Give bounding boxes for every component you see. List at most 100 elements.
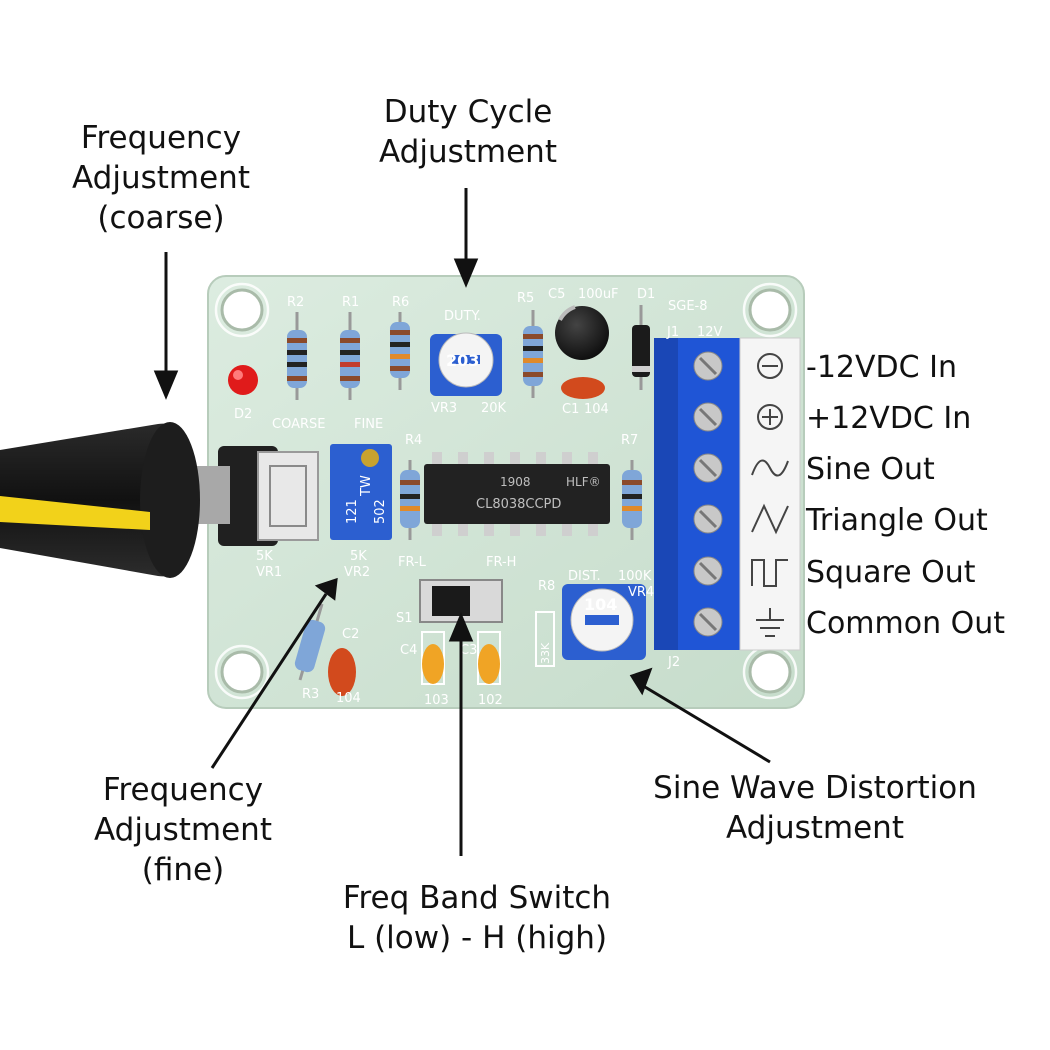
- arrow-head-switch: [448, 612, 474, 642]
- silk-c4: C4: [400, 643, 417, 658]
- silk-r5: R5: [517, 291, 534, 306]
- silk-vr1: VR1: [256, 565, 282, 580]
- silk-dist-value: 100K: [618, 569, 652, 584]
- silk-vr4: VR4: [628, 585, 654, 600]
- terminal-label-pos12: +12VDC In: [806, 401, 972, 436]
- callout-band-switch: Freq Band Switch L (low) - H (high): [306, 878, 648, 958]
- silk-vr3-value: 20K: [481, 401, 507, 416]
- led-d2: [228, 365, 258, 395]
- terminal-block: [654, 337, 801, 651]
- callout-freq-fine: Frequency Adjustment (fine): [70, 770, 296, 890]
- resistor-r2: [287, 312, 307, 400]
- silk-s1: S1: [396, 611, 413, 626]
- arrow-head-duty: [453, 258, 479, 288]
- plus-icon: [757, 404, 783, 430]
- capacitor-c4: [421, 631, 445, 685]
- silk-dist: DIST.: [568, 569, 601, 584]
- silk-c2: C2: [342, 627, 359, 642]
- silk-j1: J1: [666, 325, 679, 340]
- band-switch-s1: [419, 579, 503, 623]
- pot-code-vr4: 104: [584, 595, 617, 614]
- triangle-wave-icon: [751, 503, 789, 535]
- callout-line: L (low) - H (high): [346, 920, 608, 956]
- knob: [0, 422, 230, 578]
- silk-c1: C1: [562, 402, 579, 417]
- sine-wave-icon: [751, 459, 789, 477]
- silk-r8: R8: [538, 579, 555, 594]
- silk-r3: R3: [302, 687, 319, 702]
- arrow-head-distortion: [629, 667, 653, 696]
- silk-c5: C5: [548, 287, 565, 302]
- resistor-r8-footprint: [535, 611, 555, 667]
- diode-d1: [632, 305, 650, 390]
- silk-sge: SGE-8: [668, 299, 708, 314]
- callout-line: Adjustment: [72, 160, 250, 196]
- resistor-r3: [294, 603, 326, 681]
- callout-arrows: [153, 188, 771, 856]
- capacitor-c2: [328, 648, 356, 696]
- pot-code-vr3: 203: [446, 351, 479, 370]
- silk-duty: DUTY.: [444, 309, 481, 324]
- silk-c4-value: 103: [424, 693, 449, 708]
- trimmer-vr2: [330, 444, 392, 540]
- ic-date: 1908: [500, 475, 531, 489]
- callout-line: Frequency: [80, 120, 242, 156]
- silk-d1: D1: [637, 287, 655, 302]
- silk-r1: R1: [342, 295, 359, 310]
- terminal-label-square: Square Out: [806, 555, 976, 590]
- silk-r2: R2: [287, 295, 304, 310]
- terminal-screws: [693, 351, 723, 637]
- silk-j2: J2: [667, 655, 680, 670]
- silk-d2: D2: [234, 407, 252, 422]
- callout-sine-distortion: Sine Wave Distortion Adjustment: [616, 768, 1014, 848]
- resistor-r5: [523, 310, 543, 398]
- silk-c5-value: 100uF: [578, 287, 619, 302]
- silk-fr-l: FR-L: [398, 555, 427, 570]
- ground-icon: [756, 608, 784, 637]
- silk-fr-h: FR-H: [486, 555, 516, 570]
- callout-line: Adjustment: [94, 812, 272, 848]
- potentiometer-vr1: [218, 446, 319, 546]
- callout-line: Adjustment: [726, 810, 904, 846]
- resistor-r7: [622, 460, 642, 540]
- capacitor-c3: [477, 631, 501, 685]
- silkscreen: R2 R1 R6 R5 C5 100uF D1 SGE-8 J1 12V DUT…: [234, 287, 723, 708]
- silk-vr3: VR3: [431, 401, 457, 416]
- trim-code: 502: [373, 499, 388, 524]
- silk-r7: R7: [621, 433, 638, 448]
- callout-line: Adjustment: [379, 134, 557, 170]
- terminal-label-triangle: Triangle Out: [806, 503, 988, 538]
- trim-num: 121: [345, 499, 360, 524]
- capacitor-c5: [555, 305, 609, 360]
- ic-chip: [424, 452, 610, 536]
- trimmer-vr4: [562, 584, 646, 660]
- terminal-symbols: [751, 353, 789, 637]
- mounting-holes: [220, 288, 792, 694]
- silk-r6: R6: [392, 295, 409, 310]
- ic-part: CL8038CCPD: [476, 497, 561, 512]
- resistor-r1: [340, 312, 360, 400]
- silk-coarse: COARSE: [272, 417, 325, 432]
- trimmer-vr3: [430, 332, 502, 396]
- arrow-head-fine: [314, 577, 338, 601]
- callout-line: Freq Band Switch: [342, 880, 612, 916]
- trim-mark: TW: [359, 475, 374, 497]
- silk-c1-value: 104: [584, 402, 609, 417]
- square-wave-icon: [751, 559, 788, 587]
- terminal-label-neg12: -12VDC In: [806, 350, 957, 385]
- callout-line: Duty Cycle: [383, 94, 553, 130]
- silk-12v: 12V: [697, 325, 723, 340]
- silk-r4: R4: [405, 433, 422, 448]
- resistor-r4: [400, 460, 420, 540]
- silk-r8-value: 33K: [539, 642, 552, 664]
- resistor-r6: [390, 312, 410, 390]
- silk-c3: C3: [460, 643, 477, 658]
- terminal-label-common: Common Out: [806, 606, 1006, 641]
- callout-line: (coarse): [97, 200, 225, 236]
- ic-brand: HLF®: [566, 475, 601, 489]
- terminal-label-sine: Sine Out: [806, 452, 935, 487]
- callout-line: Sine Wave Distortion: [653, 770, 977, 806]
- silk-vr2: VR2: [344, 565, 370, 580]
- callout-line: (fine): [141, 852, 225, 888]
